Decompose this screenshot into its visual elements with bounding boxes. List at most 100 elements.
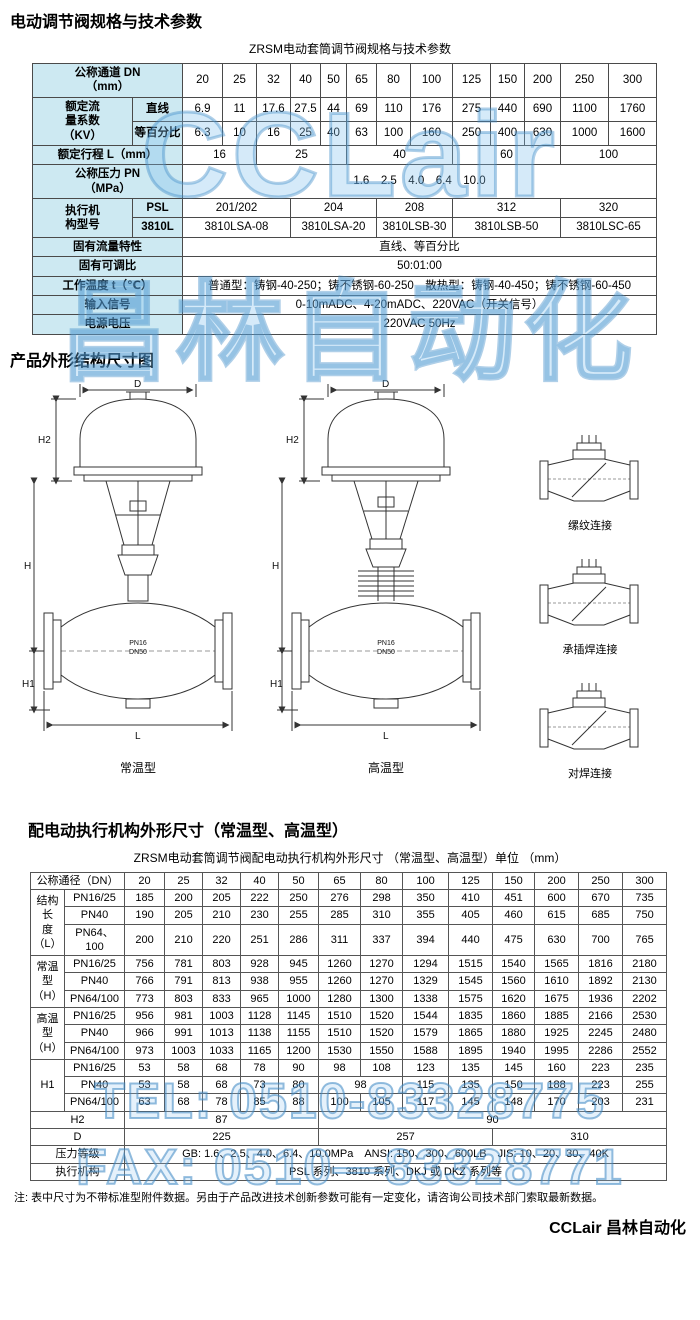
footnote: 注: 表中尺寸为不带标准型附件数据。另由于产品改进技术创新参数可能有一定变化，请… xyxy=(14,1191,604,1204)
table-cell: 25 xyxy=(164,871,204,890)
table-cell: 145 xyxy=(492,1058,536,1078)
table-cell: 1936 xyxy=(578,989,624,1009)
section-heading-actuator-dims: 配电动执行机构外形尺寸（常温型、高温型） xyxy=(28,822,349,840)
signal-label: 输入信号 xyxy=(32,294,183,316)
connection-item-socket-weld: 承插焊连接 xyxy=(536,555,644,657)
table-cell: 100 xyxy=(376,120,411,146)
table-cell: 630 xyxy=(534,923,580,957)
table-cell: 394 xyxy=(402,923,450,957)
kv-linear-label: 直线 xyxy=(132,96,183,122)
table-cell: 1540 xyxy=(492,955,536,974)
table-cell: 205 xyxy=(202,888,242,908)
table-cell: 160 xyxy=(534,1058,580,1078)
table-cell: 337 xyxy=(360,923,404,957)
table-cell: 176 xyxy=(410,96,453,122)
table-cell: 1940 xyxy=(492,1041,536,1060)
table-cell: 440 xyxy=(490,96,525,122)
table-cell: 68 xyxy=(164,1093,204,1112)
table-cell: 956 xyxy=(124,1006,166,1026)
table-cell: 1033 xyxy=(202,1041,242,1060)
table-cell: 1610 xyxy=(534,972,580,991)
table-cell: 108 xyxy=(360,1058,404,1078)
table-cell: 285 xyxy=(318,906,362,925)
table-cell: 3810LSB-30 xyxy=(376,217,453,238)
table-cell: 63 xyxy=(346,120,377,146)
valve-block-high: D H2 H H1 L PN16 DN50 高温型 xyxy=(262,379,510,776)
table-cell: 88 xyxy=(278,1093,320,1112)
table-cell: 123 xyxy=(402,1058,450,1078)
table-cell: 1003 xyxy=(202,1006,242,1026)
table-cell: 1520 xyxy=(360,1024,404,1043)
actuator-series-value: PSL 系列、3810 系列、DKJ 或 DKZ 系列等 xyxy=(124,1162,668,1181)
table-cell: 16 xyxy=(256,120,291,146)
table-cell: 200 xyxy=(164,888,204,908)
pressure-rating-label: 压力等级 xyxy=(29,1145,126,1164)
table-cell: 1880 xyxy=(492,1024,536,1043)
power-label: 电源电压 xyxy=(32,314,183,335)
table-cell: 205 xyxy=(164,906,204,925)
table-cell: 117 xyxy=(402,1093,450,1112)
table-cell: 100 xyxy=(402,871,450,890)
table-cell: 1270 xyxy=(360,955,404,974)
dim-label-h: H xyxy=(272,561,279,572)
table-cell: 32 xyxy=(202,871,242,890)
table-cell: 44 xyxy=(320,96,347,122)
sub-label: PN16/25 xyxy=(63,1058,126,1078)
table-cell: 210 xyxy=(164,923,204,957)
group-label-normal-H: 常温型 （H） xyxy=(30,955,65,1008)
row-label-H2: H2 xyxy=(29,1110,126,1130)
table-cell: 230 xyxy=(240,906,280,925)
table-cell: 275 xyxy=(452,96,491,122)
table-cell: 1579 xyxy=(402,1024,450,1043)
table-cell: 1550 xyxy=(360,1041,404,1060)
table-cell: 135 xyxy=(448,1076,494,1095)
table-cell: 40 xyxy=(240,871,280,890)
table-cell: 255 xyxy=(622,1076,668,1095)
table-cell: 58 xyxy=(164,1058,204,1078)
table-cell: 85 xyxy=(240,1093,280,1112)
table-row: 固有流量特性 直线、等百分比 xyxy=(32,236,657,258)
table-cell: 2530 xyxy=(622,1006,668,1026)
table-cell: 90 xyxy=(318,1110,668,1130)
table-cell: 69 xyxy=(346,96,377,122)
table-cell: 405 xyxy=(448,906,494,925)
table-cell: 203 xyxy=(578,1093,624,1112)
dim-label-l: L xyxy=(383,731,389,742)
table-cell: 2480 xyxy=(622,1024,668,1043)
table-cell: 145 xyxy=(448,1093,494,1112)
table-cell: 350 xyxy=(402,888,450,908)
brand-footer: CCLair 昌林自动化 xyxy=(549,1220,686,1238)
table-cell: 3810LSB-50 xyxy=(452,217,561,238)
table-cell: 685 xyxy=(578,906,624,925)
kv-eqpct-label: 等百分比 xyxy=(132,120,183,146)
table-cell: 50 xyxy=(320,63,347,98)
table-cell: 1565 xyxy=(534,955,580,974)
table-cell: 225 xyxy=(124,1128,320,1147)
table-cell: 320 xyxy=(560,197,657,219)
table-cell: 201/202 xyxy=(182,197,291,219)
table-row: 压力等级 GB: 1.6、2.5、4.0、6.4、10.0MPa ANSI: 1… xyxy=(29,1145,668,1164)
table-cell: 312 xyxy=(452,197,561,219)
rangeability-label: 固有可调比 xyxy=(32,256,183,277)
valve-drawing-normal: D H2 H H1 L PN16 DN50 xyxy=(22,379,233,742)
table-cell: 460 xyxy=(492,906,536,925)
pn-label: 公称压力 PN （MPa） xyxy=(32,164,183,199)
table-cell: 1520 xyxy=(360,1006,404,1026)
table-cell: 310 xyxy=(492,1128,668,1147)
table-cell: 200 xyxy=(534,871,580,890)
table-cell: 2166 xyxy=(578,1006,624,1026)
table-cell: 125 xyxy=(448,871,494,890)
table-cell: 125 xyxy=(452,63,491,98)
